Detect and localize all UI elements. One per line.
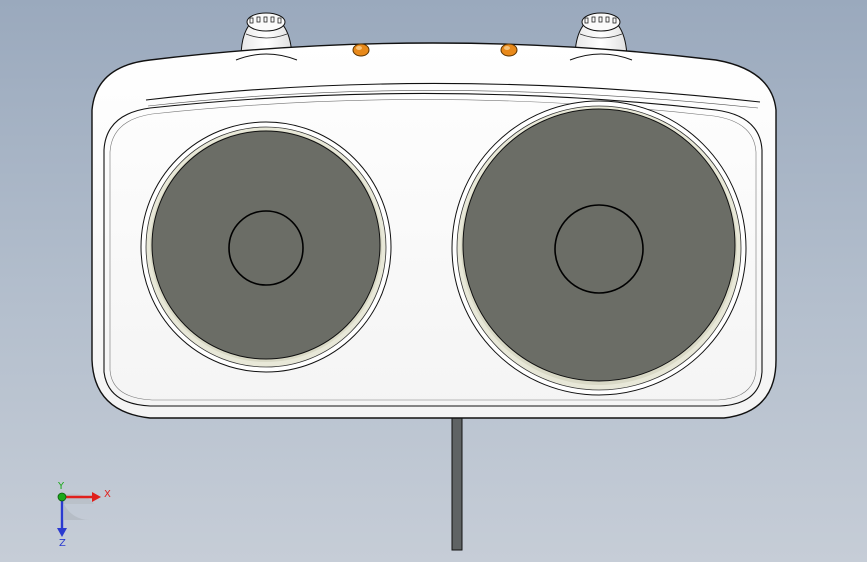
triad-plane-shade (62, 493, 94, 504)
knob-grip-ridges (249, 16, 282, 24)
y-axis-label: Y (57, 481, 65, 492)
z-axis-label: Z (59, 538, 66, 546)
triad-plane-shade (64, 504, 90, 521)
knob-grip-ridges (584, 16, 617, 24)
z-axis-arrowhead (57, 528, 67, 537)
x-axis-arrowhead (92, 492, 101, 502)
right-indicator-light (500, 43, 518, 57)
right-burner[interactable] (451, 100, 747, 396)
left-burner[interactable] (140, 121, 392, 373)
power-cord (451, 417, 463, 551)
x-axis-label: X (104, 489, 111, 500)
right-knob[interactable] (574, 12, 628, 59)
coordinate-triad: X Z Y (57, 481, 111, 546)
left-knob[interactable] (240, 12, 293, 59)
left-indicator-light (352, 43, 370, 57)
y-axis-arrow (57, 492, 67, 502)
